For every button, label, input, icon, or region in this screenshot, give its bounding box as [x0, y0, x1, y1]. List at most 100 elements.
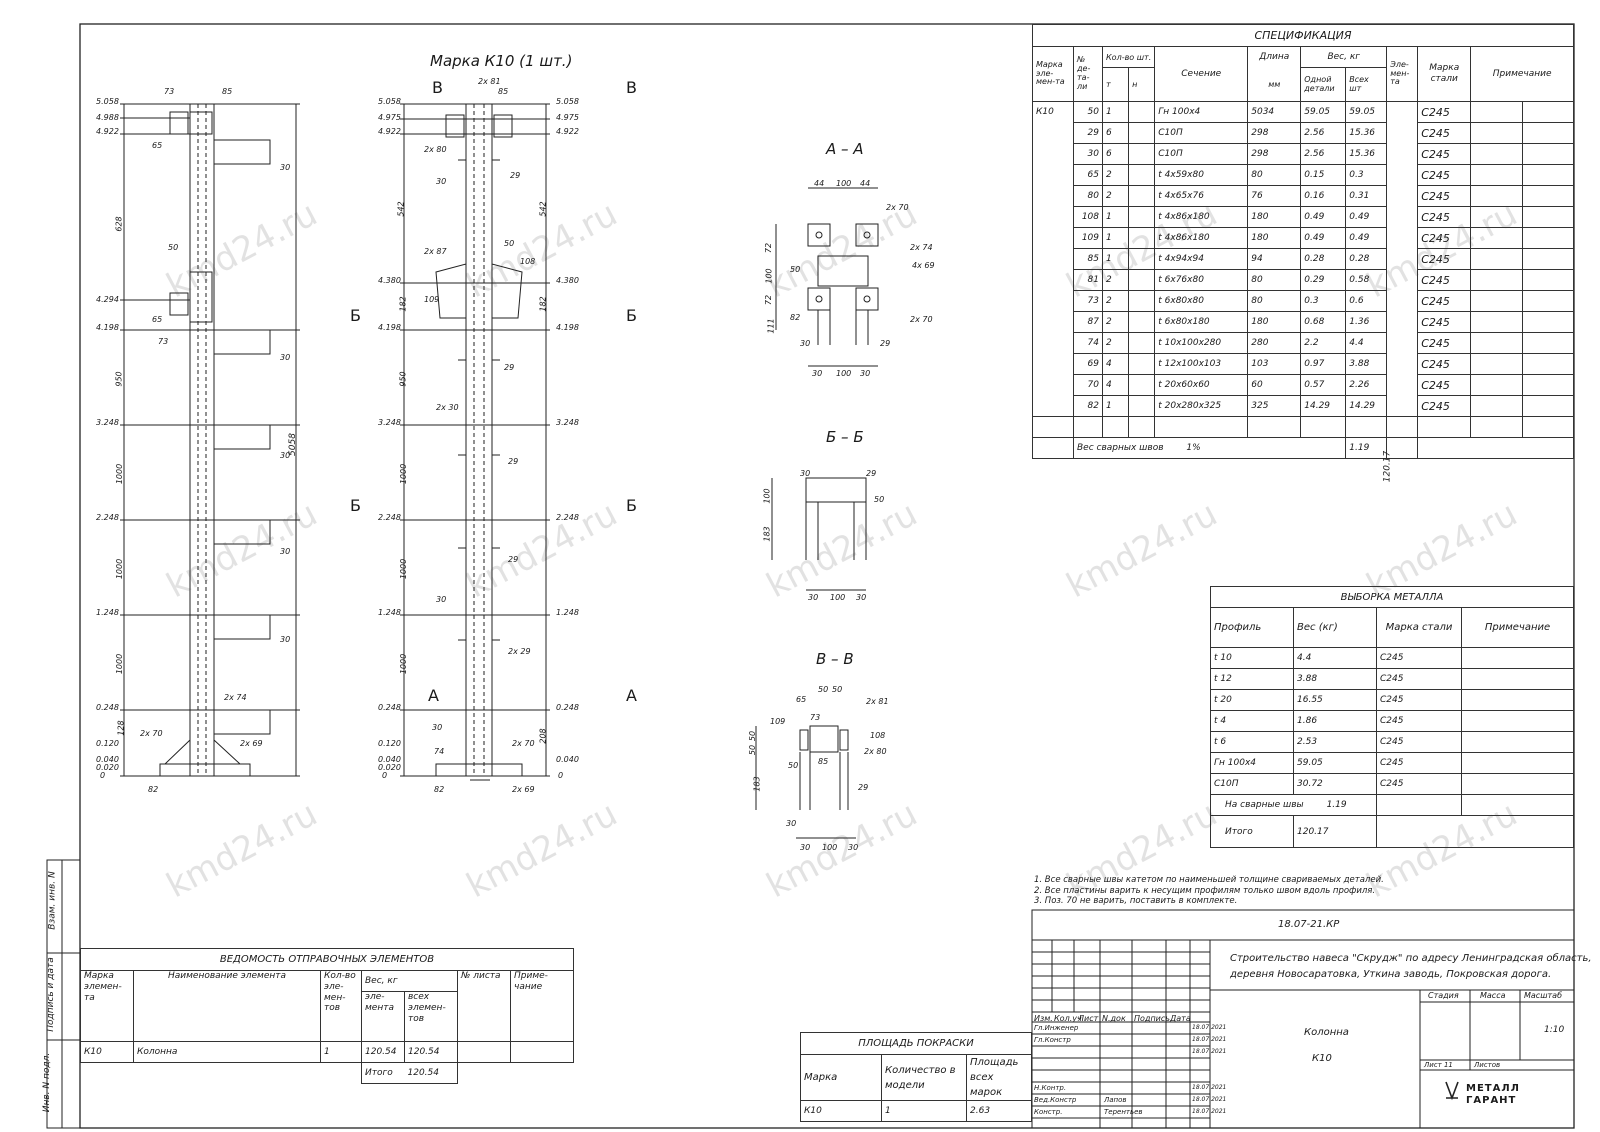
spec-cell: t 4x59x80	[1154, 164, 1249, 186]
section-dim: 65	[796, 695, 807, 704]
spec-cell	[1470, 122, 1523, 144]
level-label: 3.248	[96, 418, 119, 427]
section-dim: 50	[788, 761, 799, 770]
spec-cell: С10П	[1154, 122, 1249, 144]
level-label: 0.248	[556, 703, 579, 712]
tb-date: 18.07.2021	[1192, 1096, 1227, 1103]
spec-cell: С10П	[1154, 143, 1249, 165]
metal-cell: 16.55	[1293, 689, 1377, 711]
callout: 2x 30	[436, 403, 459, 412]
spec-cell: С245	[1417, 269, 1472, 291]
spec-cell	[1345, 416, 1388, 438]
metal-cell: t 4	[1210, 710, 1294, 732]
spec-cell: С245	[1417, 185, 1472, 207]
callout: 65	[152, 141, 163, 150]
metal-title: ВЫБОРКА МЕТАЛЛА	[1210, 586, 1574, 608]
spec-cell	[1128, 374, 1156, 396]
dim-label: 542	[396, 201, 406, 217]
level-label: 2.248	[96, 513, 119, 522]
spec-cell	[1521, 206, 1575, 228]
spec-weld-pct: 1%	[1186, 443, 1201, 453]
shipping-header: всех элемен-тов	[404, 991, 458, 1042]
spec-cell	[1128, 353, 1156, 375]
shipping-header: эле-мента	[361, 991, 405, 1042]
spec-cell: 0.6	[1345, 290, 1388, 312]
callout: 30	[280, 163, 291, 172]
dim-label: 1000	[115, 558, 125, 580]
spec-cell: 80	[1073, 185, 1103, 207]
spec-empty-cell	[1386, 437, 1419, 459]
metal-cell: 4.4	[1293, 647, 1377, 669]
shipping-empty-cell	[457, 1062, 574, 1084]
tb-col-header: Кол.уч	[1054, 1014, 1082, 1023]
tb-mass-header: Масса	[1480, 991, 1506, 1000]
metal-cell: 2.53	[1293, 731, 1377, 753]
section-dim: 100	[830, 593, 846, 602]
shipping-header: Приме-чание	[510, 970, 574, 1042]
tb-role: Констр.	[1034, 1108, 1063, 1116]
level-label: 0.040	[96, 755, 119, 764]
level-label: 0.020	[96, 763, 119, 772]
spec-cell: t 6x80x80	[1154, 290, 1249, 312]
level-label: 4.975	[378, 113, 401, 122]
spec-cell: t 4x86x180	[1154, 206, 1249, 228]
level-label: 4.198	[556, 323, 579, 332]
tb-stage-header: Стадия	[1428, 991, 1459, 1000]
spec-cell	[1386, 353, 1419, 375]
spec-row-empty	[1032, 416, 1575, 438]
metal-cell	[1461, 710, 1574, 732]
spec-cell	[1521, 269, 1575, 291]
metal-header: Марка стали	[1376, 607, 1462, 648]
level-label: 0.120	[378, 739, 401, 748]
spec-cell: С245	[1417, 164, 1472, 186]
spec-header: Одной детали	[1300, 67, 1347, 102]
general-notes: 1. Все сварные швы катетом по наименьшей…	[1034, 876, 1384, 906]
dim-label: 1000	[399, 463, 409, 485]
spec-cell: 5034	[1247, 101, 1302, 123]
section-dim: 100	[836, 179, 852, 188]
spec-cell	[1470, 416, 1523, 438]
callout: 2x 80	[424, 145, 447, 154]
spec-cell: 0.15	[1300, 164, 1347, 186]
spec-cell: 6	[1101, 143, 1130, 165]
tb-col-header: Дата	[1170, 1014, 1191, 1023]
section-dim: 100	[762, 488, 772, 504]
spec-cell	[1128, 416, 1156, 438]
section-dim: 50	[818, 685, 829, 694]
section-dim: 29	[866, 469, 877, 478]
spec-cell: 73	[1073, 290, 1103, 312]
callout: 29	[510, 171, 521, 180]
spec-cell	[1521, 416, 1575, 438]
spec-cell: 50	[1073, 101, 1103, 123]
level-label: 0.040	[378, 755, 401, 764]
dim-label: 128	[116, 720, 126, 736]
shipping-header: Вес, кг	[361, 970, 458, 992]
logo-text: ГАРАНТ	[1466, 1095, 1517, 1106]
spec-cell	[1386, 206, 1419, 228]
spec-cell: 2	[1101, 269, 1130, 291]
spec-cell: 298	[1247, 122, 1302, 144]
spec-header: Вес, кг	[1300, 46, 1388, 68]
paint-cell: 1	[881, 1100, 967, 1122]
spec-cell: 14.29	[1300, 395, 1347, 417]
level-label: 5.058	[378, 97, 401, 106]
logo-text: МЕТАЛЛ	[1466, 1083, 1520, 1094]
section-vv-title: В – В	[816, 650, 854, 668]
spec-cell	[1032, 311, 1074, 333]
spec-cell	[1032, 269, 1074, 291]
tb-role: Вед.Констр	[1034, 1096, 1077, 1104]
tb-date: 18.07.2021	[1192, 1036, 1227, 1043]
section-dim: 2x 74	[910, 243, 933, 252]
company-logo	[1445, 1081, 1459, 1101]
spec-cell: 82	[1073, 395, 1103, 417]
spec-cell: 4	[1101, 353, 1130, 375]
shipping-total-value: 120.54	[404, 1062, 458, 1084]
spec-cell	[1032, 374, 1074, 396]
spec-cell: 0.31	[1345, 185, 1388, 207]
